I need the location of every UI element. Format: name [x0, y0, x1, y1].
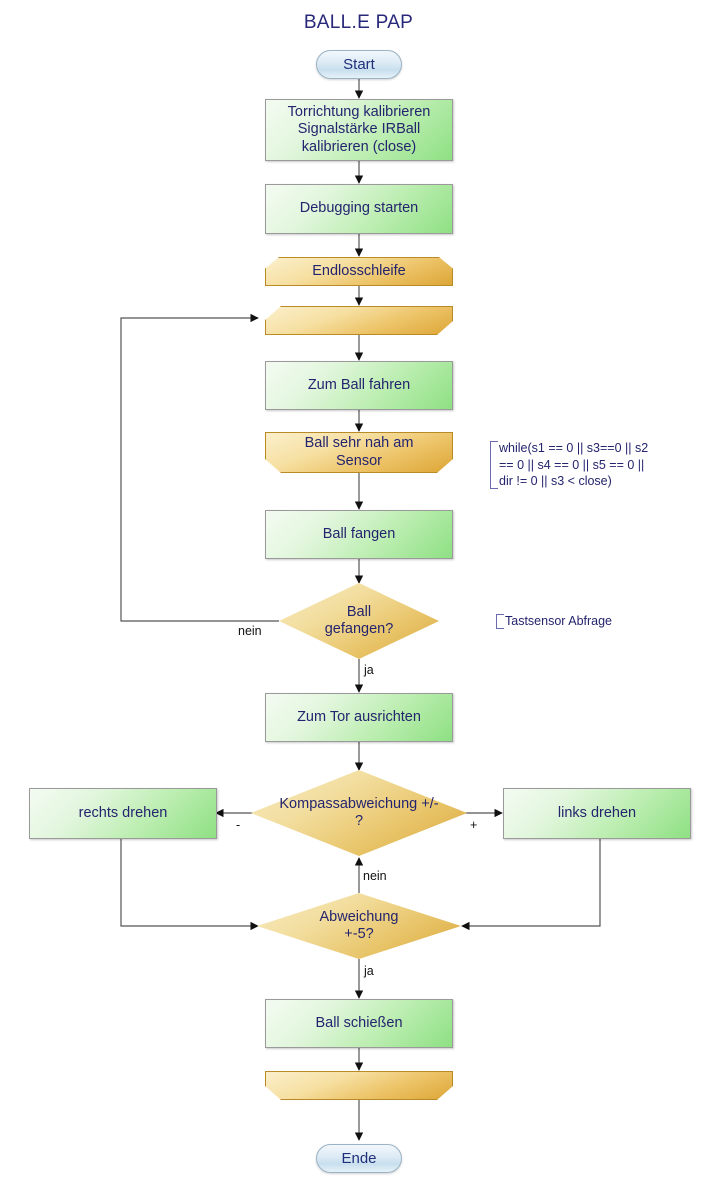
page-title: BALL.E PAP [303, 12, 414, 33]
edge-label-abweichung-ja: ja [364, 964, 374, 978]
node-zum-ball-fahren-label: Zum Ball fahren [307, 376, 411, 393]
node-ball-sehr-nah-am-sensor[interactable]: Ball sehr nah am Sensor [265, 432, 453, 473]
edge-linksdrehen-to-abweichung [461, 839, 601, 931]
node-kompassabweichung-decision[interactable]: Kompassabweichung +/- ? [251, 770, 467, 856]
node-zum-ball-fahren[interactable]: Zum Ball fahren [265, 361, 453, 410]
node-kompassabweichung-label: Kompassabweichung +/- ? [279, 795, 439, 829]
edge-rechtsdrehen-to-abweichung [120, 839, 259, 931]
node-ende-label: Ende [341, 1149, 377, 1167]
node-links-drehen[interactable]: links drehen [503, 788, 691, 839]
node-debugging-starten[interactable]: Debugging starten [265, 184, 453, 234]
edge-label-kompass-minus: - [236, 818, 241, 832]
node-rechts-drehen[interactable]: rechts drehen [29, 788, 217, 839]
node-abweichung-decision[interactable]: Abweichung +-5? [257, 893, 461, 959]
node-start[interactable]: Start [316, 50, 402, 79]
annotation-tastsensor-abfrage: Tastsensor Abfrage [496, 613, 685, 630]
edge-label-ball-gefangen-ja: ja [364, 663, 374, 677]
node-loop-inner[interactable] [265, 306, 453, 335]
node-start-label: Start [343, 55, 375, 73]
node-endlosschleife[interactable]: Endlosschleife [265, 257, 453, 286]
node-debugging-starten-label: Debugging starten [299, 200, 419, 217]
node-ende[interactable]: Ende [316, 1144, 402, 1173]
node-ball-gefangen-decision[interactable]: Ball gefangen? [279, 583, 439, 659]
edge-ballgefangen-nein-loopback [120, 313, 279, 622]
node-zum-tor-ausrichten-label: Zum Tor ausrichten [297, 708, 421, 725]
node-links-drehen-label: links drehen [557, 804, 637, 821]
edge-label-abweichung-nein: nein [363, 869, 387, 883]
node-ball-schiessen[interactable]: Ball schießen [265, 999, 453, 1048]
node-endlosschleife-label: Endlosschleife [312, 262, 406, 279]
node-abweichung-label: Abweichung +-5? [319, 908, 399, 942]
node-ball-gefangen-label: Ball gefangen? [324, 603, 394, 637]
edge-label-kompass-plus: + [470, 818, 478, 832]
node-ball-schiessen-label: Ball schießen [315, 1014, 403, 1031]
edge-label-ball-gefangen-nein: nein [238, 624, 262, 638]
annotation-while-condition: while(s1 == 0 || s3==0 || s2 == 0 || s4 … [490, 440, 694, 490]
node-torrichtung-kalibrieren-label: Torrichtung kalibrieren Signalstärke IRB… [287, 104, 431, 155]
node-loop-close[interactable] [265, 1071, 453, 1100]
node-rechts-drehen-label: rechts drehen [78, 804, 168, 821]
node-ball-sehr-nah-am-sensor-label: Ball sehr nah am Sensor [304, 435, 414, 469]
node-torrichtung-kalibrieren[interactable]: Torrichtung kalibrieren Signalstärke IRB… [265, 99, 453, 161]
node-ball-fangen[interactable]: Ball fangen [265, 510, 453, 559]
node-ball-fangen-label: Ball fangen [322, 525, 396, 542]
node-zum-tor-ausrichten[interactable]: Zum Tor ausrichten [265, 693, 453, 742]
